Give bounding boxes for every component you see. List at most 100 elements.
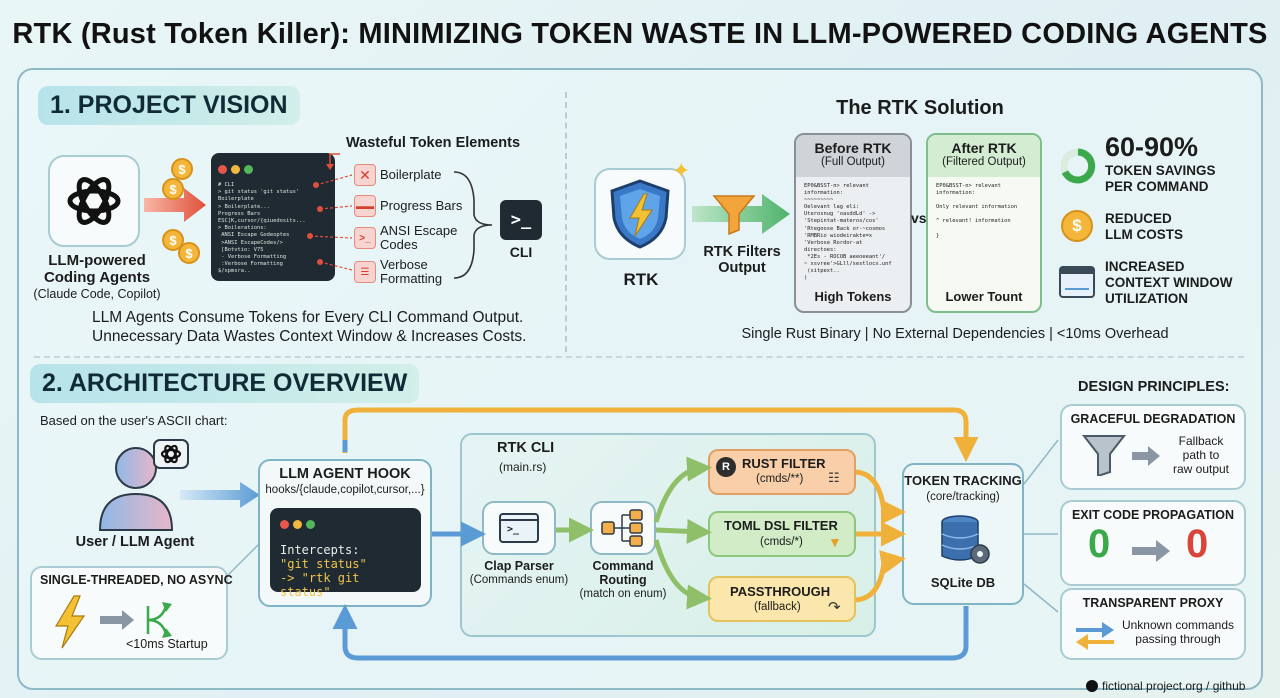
principle-graceful-card <box>1060 404 1246 490</box>
output-line: ) <box>804 275 808 282</box>
passthrough-box <box>708 576 856 622</box>
token-tracking-subtitle: (core/tracking) <box>926 491 1000 503</box>
single-threaded-title: SINGLE-THREADED, NO ASYNC <box>40 573 233 587</box>
coin-icon: $ <box>162 178 184 200</box>
hook-term-line: Intercepts: <box>280 543 360 557</box>
exit-code-green: 0 <box>1088 522 1111 566</box>
toml-filter-subtitle: (cmds/*) <box>760 536 803 548</box>
output-line: 'Verbose Rordor-at <box>804 239 863 246</box>
before-rtk-card: Before RTK (Full Output) EP0&BSST-n> rel… <box>794 133 912 313</box>
output-line: > Boilerplate... <box>218 203 270 210</box>
after-rtk-card: After RTK (Filtered Output) EP0&BSST-n> … <box>926 133 1042 313</box>
bracket-to-cli <box>453 171 493 279</box>
principles-heading: DESIGN PRINCIPLES: <box>1078 379 1230 395</box>
before-footer: High Tokens <box>814 289 892 304</box>
github-icon <box>1086 680 1098 692</box>
output-line: ANSI Escape Godeoptes <box>218 232 290 239</box>
principle-graceful-text: Fallback path to raw output <box>1172 434 1230 476</box>
filter-label: RTK Filters Output <box>703 244 781 276</box>
output-line: ^ relevant! information <box>936 218 1011 225</box>
rtk-label: RTK <box>623 270 659 289</box>
openai-logo-icon <box>67 177 121 225</box>
agents-label: LLM-powered Coding Agents <box>43 252 151 286</box>
wasteful-item: Boilerplate <box>380 167 442 182</box>
sparkle-icon: ✦ <box>672 158 691 183</box>
passthrough-subtitle: (fallback) <box>754 601 801 613</box>
clap-parser-subtitle: (Commands enum) <box>469 574 569 586</box>
token-tracking-title: TOKEN TRACKING <box>904 473 1022 488</box>
output-line: information: <box>936 190 975 197</box>
coin-icon: $ <box>1061 210 1093 242</box>
output-line: $/xpmsra.. <box>218 268 251 275</box>
benefit-savings-value: 60-90% <box>1105 132 1199 162</box>
output-line: 'Rtegoose Back or-~cosmos <box>804 225 886 232</box>
shield-lightning-icon <box>610 179 670 249</box>
wasteful-heading: Wasteful Token Elements <box>346 135 521 151</box>
after-title: After RTK <box>951 140 1017 156</box>
output-line: ~~~~~~~~~ <box>804 197 834 204</box>
command-routing-title: Command Routing <box>592 559 654 587</box>
agents-sublabel: (Claude Code, Copilot) <box>33 287 161 301</box>
caption-line1: LLM Agents Consume Tokens for Every CLI … <box>92 309 524 326</box>
benefit-context-text: INCREASED CONTEXT WINDOW UTILIZATION <box>1105 259 1233 306</box>
exit-arrow-icon <box>1132 540 1170 562</box>
user-label: User / LLM Agent <box>75 534 195 550</box>
output-line: directoes: <box>804 246 837 253</box>
benefit-savings-text: TOKEN SAVINGS PER COMMAND <box>1105 163 1216 194</box>
agent-hook-subtitle: hooks/{claude,copilot,cursor,...} <box>265 484 425 496</box>
toml-filter-title: TOML DSL FILTER <box>724 518 838 533</box>
output-line: :Verbose Formatting <box>218 261 283 268</box>
rtk-logo-card <box>594 168 686 260</box>
coin-icon: $ <box>162 229 184 251</box>
startup-label: <10ms Startup <box>126 637 208 651</box>
divider-horizontal <box>34 356 1244 358</box>
output-line: information: <box>804 190 843 197</box>
terminal-window-icon: >_ <box>499 513 539 543</box>
output-line: Oelevant lag eli: <box>804 204 860 211</box>
output-line: Boilerplate <box>218 196 254 203</box>
sliders-icon: ☷ <box>828 470 840 485</box>
output-line: ESC[K,cursor/{qiuedosits... <box>218 218 306 225</box>
cli-icon: >_ <box>500 200 542 240</box>
wasteful-item: Progress Bars <box>380 198 463 213</box>
wasteful-item: ANSI Escape Codes <box>380 223 458 252</box>
terminal-lines: # CLI> git status 'git status'Boilerplat… <box>218 182 328 276</box>
verbose-format-icon: ☰ <box>354 261 376 283</box>
before-header: Before RTK (Full Output) <box>796 135 910 177</box>
single-thread-diagram <box>54 595 172 649</box>
rust-filter-title: RUST FILTER <box>742 456 826 471</box>
database-gear-icon <box>941 515 990 564</box>
llm-agent-logo-card <box>48 155 140 247</box>
rust-filter-subtitle: (cmds/**) <box>756 473 804 485</box>
clap-parser-title: Clap Parser <box>484 559 554 573</box>
funnel-fallback-icon <box>1082 435 1160 476</box>
output-line: EP0&BSST-n> relevant <box>936 183 1001 189</box>
output-line: Only relevant information <box>936 204 1018 211</box>
coin-icon: $ <box>178 242 200 264</box>
output-line: Progress Bars <box>218 210 261 217</box>
vs-label: vs <box>911 210 927 226</box>
toml-filter-box <box>708 511 856 557</box>
solution-heading: The RTK Solution <box>836 97 1004 119</box>
rtk-filter-funnel <box>692 194 790 236</box>
divider-vertical <box>565 92 567 352</box>
arrow-user-to-hook <box>180 482 260 508</box>
agent-hook-title: LLM AGENT HOOK <box>279 466 411 482</box>
principle-exit-card <box>1060 500 1246 586</box>
credit-link[interactable]: fictional project.org / github <box>1102 679 1246 693</box>
output-line: # CLI <box>218 182 235 188</box>
command-routing-card <box>590 501 656 555</box>
hook-term-line: "git status" <box>280 557 367 571</box>
progress-bar-icon: ▬▬ <box>354 195 376 217</box>
benefit-cost-text: REDUCED LLM COSTS <box>1105 211 1183 242</box>
principle-proxy-text: Unknown commands passing through <box>1121 618 1235 646</box>
boilerplate-icon: ✕ <box>354 164 376 186</box>
wasteful-connectors <box>307 153 353 271</box>
filter-funnel-icon: ▼ <box>828 534 842 550</box>
output-line: (sitpext.. <box>804 268 840 275</box>
savings-ring-icon <box>1060 148 1096 184</box>
agent-hook-terminal: Intercepts: "git status" -> "rtk git sta… <box>270 508 421 599</box>
output-line: Uterosnug 'oasddLd' -> <box>804 211 876 218</box>
before-subtitle: (Full Output) <box>821 156 885 168</box>
